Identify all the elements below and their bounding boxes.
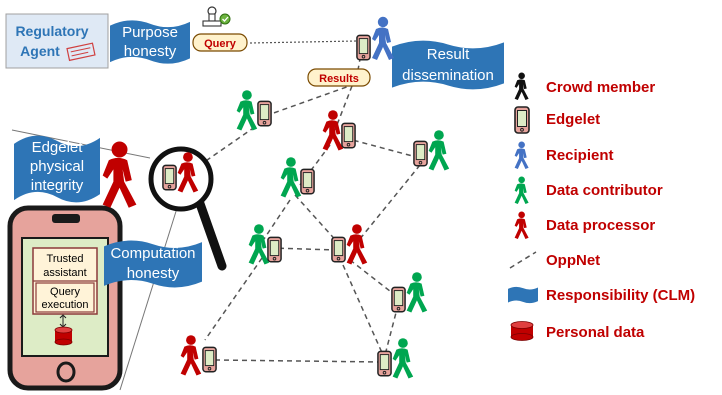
crowd-member-icon [514, 72, 529, 100]
query-link [249, 40, 358, 44]
processor-person-large [102, 141, 137, 208]
node-processor-2 [331, 224, 368, 265]
responsibility-flag-icon [508, 286, 538, 304]
oppnet-links [199, 47, 421, 363]
approval-stamp-icon [202, 6, 231, 27]
results-pill: Results [307, 68, 371, 87]
purpose-honesty-line1: Purpose [122, 24, 178, 41]
edgelet-phone-large: Trusted assistant Query execution [7, 205, 123, 391]
trusted-label-2: assistant [43, 267, 86, 279]
flag-result-dissemination: Result dissemination [392, 40, 504, 90]
regulatory-agent-line2: Agent [20, 43, 60, 59]
personal-data-icon [510, 321, 534, 341]
legend-responsibility: Responsibility (CLM) [508, 286, 695, 304]
legend-label-data-processor: Data processor [546, 217, 655, 234]
query-exec-label-1: Query [50, 286, 80, 298]
legend-label-edgelet: Edgelet [546, 111, 600, 128]
legend-label-crowd-member: Crowd member [546, 79, 655, 96]
query-label: Query [204, 38, 237, 50]
regulatory-agent-line1: Regulatory [15, 23, 88, 39]
node-contributor-3 [413, 130, 450, 171]
edgelet-integrity-line1: Edgelet [32, 139, 84, 156]
legend-data-processor: Data processor [514, 211, 655, 239]
edgelet-integrity-line2: physical [30, 158, 84, 175]
result-dissemination-line1: Result [427, 46, 470, 63]
personal-data-db-icon [54, 326, 73, 346]
legend-crowd-member: Crowd member [514, 72, 655, 100]
node-processor-3 [180, 335, 217, 376]
query-exec-label-2: execution [41, 299, 88, 311]
data-processor-icon [514, 211, 529, 239]
node-recipient [356, 16, 394, 61]
legend-recipient: Recipient [514, 141, 614, 169]
computation-honesty-line1: Computation [110, 245, 195, 262]
legend-edgelet: Edgelet [514, 106, 600, 134]
oppnet-icon [509, 251, 537, 269]
legend-label-recipient: Recipient [546, 147, 614, 164]
recipient-icon [514, 141, 529, 169]
magnifying-glass-icon [148, 146, 227, 271]
legend: Crowd member Edgelet Recipient Data cont… [508, 72, 695, 341]
legend-label-oppnet: OppNet [546, 252, 600, 269]
node-processor-1 [322, 110, 356, 151]
legend-personal-data: Personal data [510, 321, 645, 341]
stamp-icon [66, 42, 96, 62]
data-contributor-icon [514, 176, 529, 204]
node-contributor-5 [391, 272, 428, 313]
node-contributor-1 [236, 90, 272, 131]
result-dissemination-line2: dissemination [402, 67, 494, 84]
node-contributor-6 [377, 338, 414, 379]
legend-label-personal-data: Personal data [546, 324, 645, 341]
legend-oppnet: OppNet [509, 251, 600, 269]
magnifier-connectors [11, 129, 179, 391]
node-contributor-4 [248, 224, 282, 265]
flag-computation-honesty: Computation honesty [104, 240, 202, 288]
node-contributor-2 [280, 157, 315, 198]
regulatory-agent-box: Regulatory Agent [5, 13, 109, 69]
legend-data-contributor: Data contributor [514, 176, 663, 204]
legend-label-data-contributor: Data contributor [546, 182, 663, 199]
query-pill: Query [192, 33, 248, 52]
flag-purpose-honesty: Purpose honesty [110, 20, 190, 64]
computation-honesty-line2: honesty [127, 265, 180, 282]
flag-edgelet-integrity: Edgelet physical integrity [14, 135, 100, 203]
results-label: Results [319, 73, 359, 85]
purpose-honesty-line2: honesty [124, 43, 177, 60]
edgelet-integrity-line3: integrity [31, 177, 84, 194]
legend-label-responsibility: Responsibility (CLM) [546, 287, 695, 304]
edgelet-icon [514, 106, 530, 134]
trusted-label-1: Trusted [47, 253, 84, 265]
